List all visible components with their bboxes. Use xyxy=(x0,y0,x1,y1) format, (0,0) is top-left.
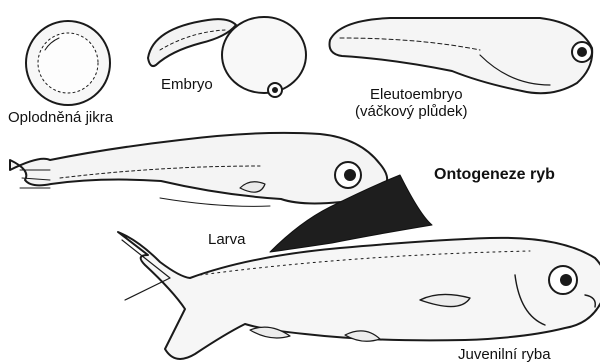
label-eleutoembryo: Eleutoembryo xyxy=(370,86,463,103)
eleutoembryo-drawing xyxy=(330,18,593,93)
label-larva: Larva xyxy=(208,231,246,248)
label-embryo: Embryo xyxy=(161,76,213,93)
juvenile-fish-drawing xyxy=(118,232,600,359)
label-sac-fry: (váčkový plůdek) xyxy=(355,103,468,120)
fertilized-egg-drawing xyxy=(26,21,110,105)
larva-drawing xyxy=(10,133,387,206)
label-fertilized-egg: Oplodněná jikra xyxy=(8,109,113,126)
label-juvenile-fish: Juvenilní ryba xyxy=(458,346,551,363)
diagram-title: Ontogeneze ryb xyxy=(434,166,555,183)
